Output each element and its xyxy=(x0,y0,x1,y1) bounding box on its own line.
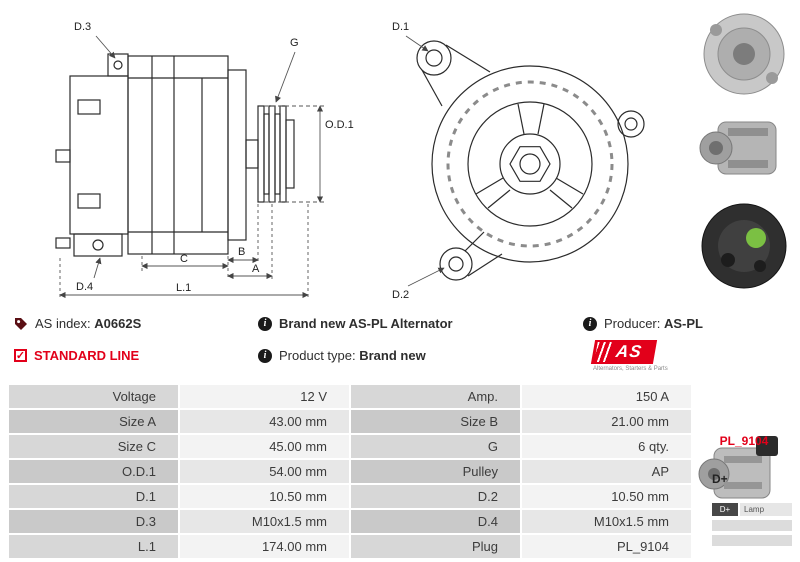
as-index-text: AS index: A0662S xyxy=(35,316,141,331)
spec-label: Size A xyxy=(9,410,178,433)
spec-table: Voltage 12 V Amp. 150 A Size A 43.00 mm … xyxy=(7,383,693,560)
spec-value: 10.50 mm xyxy=(180,485,349,508)
side-view-body xyxy=(55,53,295,257)
info-icon: i xyxy=(258,348,272,363)
alternator-side-view-drawing: D.3 G O.D.1 D.4 C B A L.1 xyxy=(55,21,354,300)
product-type-value: Brand new xyxy=(359,348,426,363)
pin-table-row-empty xyxy=(712,520,792,531)
dim-label-d3: D.3 xyxy=(74,21,91,33)
product-type-label: Product type: xyxy=(279,348,356,363)
brand-new-item: i Brand new AS-PL Alternator xyxy=(258,316,453,331)
spec-label: Amp. xyxy=(351,385,520,408)
spec-value: M10x1.5 mm xyxy=(522,510,691,533)
product-type-text: Product type: Brand new xyxy=(279,348,426,363)
info-icon: i xyxy=(583,316,597,331)
spec-label: Size C xyxy=(9,435,178,458)
producer-value: AS-PL xyxy=(664,316,703,331)
spec-value: PL_9104 xyxy=(522,535,691,558)
spec-label: D.3 xyxy=(9,510,178,533)
product-photo-4[interactable] xyxy=(696,430,792,514)
as-index-label: AS index: xyxy=(35,316,91,331)
pin-table-row-empty xyxy=(712,535,792,546)
checkbox-icon: ✓ xyxy=(14,349,27,362)
brand-new-label: Brand new AS-PL Alternator xyxy=(279,316,453,331)
product-photo-3[interactable] xyxy=(696,198,792,294)
producer-item: i Producer: AS-PL xyxy=(583,316,703,331)
alternator-front-view-drawing: D.1 D.2 xyxy=(392,21,645,301)
spec-label: D.2 xyxy=(351,485,520,508)
product-photo-column xyxy=(694,10,794,522)
spec-value: 174.00 mm xyxy=(180,535,349,558)
alternator-photo-front xyxy=(703,13,785,95)
alternator-photo-side xyxy=(699,121,777,175)
table-row: D.3 M10x1.5 mm D.4 M10x1.5 mm xyxy=(9,510,691,533)
as-index-value: A0662S xyxy=(94,316,142,331)
spec-value: 12 V xyxy=(180,385,349,408)
dim-label-g: G xyxy=(290,37,299,49)
spec-label: D.1 xyxy=(9,485,178,508)
producer-text: Producer: AS-PL xyxy=(604,316,703,331)
table-row: O.D.1 54.00 mm Pulley AP xyxy=(9,460,691,483)
table-row: L.1 174.00 mm Plug PL_9104 xyxy=(9,535,691,558)
dim-label-d2: D.2 xyxy=(392,289,409,301)
info-row-2: ✓ STANDARD LINE i Product type: Brand ne… xyxy=(0,348,692,370)
alternator-photo-rear xyxy=(701,203,787,289)
table-row: Size C 45.00 mm G 6 qty. xyxy=(9,435,691,458)
terminal-label: D+ xyxy=(712,472,728,486)
spec-label: Pulley xyxy=(351,460,520,483)
info-icon: i xyxy=(258,316,272,331)
spec-label: Plug xyxy=(351,535,520,558)
spec-label: O.D.1 xyxy=(9,460,178,483)
pin-table: D+ Lamp xyxy=(712,503,792,546)
spec-label: L.1 xyxy=(9,535,178,558)
standard-line-label: STANDARD LINE xyxy=(34,348,140,363)
plug-code: PL_9104 xyxy=(719,434,769,448)
table-row: D.1 10.50 mm D.2 10.50 mm xyxy=(9,485,691,508)
tag-icon xyxy=(15,317,27,330)
table-row: Voltage 12 V Amp. 150 A xyxy=(9,385,691,408)
spec-value: M10x1.5 mm xyxy=(180,510,349,533)
dim-label-l1: L.1 xyxy=(176,282,191,294)
product-photo-2[interactable] xyxy=(696,106,792,190)
spec-label: Voltage xyxy=(9,385,178,408)
front-view-body xyxy=(416,40,645,281)
logo-subtext: Alternators, Starters & Parts xyxy=(593,366,668,372)
side-view-dimensions xyxy=(59,35,326,300)
standard-line-item: ✓ STANDARD LINE xyxy=(14,348,139,363)
info-row-1: AS index: A0662S i Brand new AS-PL Alter… xyxy=(0,316,703,338)
as-pl-logo-box: AS xyxy=(590,340,658,364)
spec-value: AP xyxy=(522,460,691,483)
spec-value: 10.50 mm xyxy=(522,485,691,508)
dim-label-a: A xyxy=(252,263,260,275)
dim-label-b: B xyxy=(238,246,245,258)
dim-label-d4: D.4 xyxy=(76,281,93,293)
as-pl-logo: AS Alternators, Starters & Parts xyxy=(590,340,703,372)
as-index-item: AS index: A0662S xyxy=(14,316,141,331)
dim-label-d1: D.1 xyxy=(392,21,409,33)
alternator-photo-side-plug xyxy=(698,436,778,499)
dim-label-c: C xyxy=(180,253,188,265)
product-type-item: i Product type: Brand new xyxy=(258,348,426,363)
pin-function: Lamp xyxy=(740,503,792,516)
spec-value: 45.00 mm xyxy=(180,435,349,458)
product-photo-1[interactable] xyxy=(696,10,792,98)
pin-name: D+ xyxy=(712,503,738,516)
spec-value: 43.00 mm xyxy=(180,410,349,433)
spec-value: 21.00 mm xyxy=(522,410,691,433)
spec-value: 150 A xyxy=(522,385,691,408)
spec-label: Size B xyxy=(351,410,520,433)
spec-value: 6 qty. xyxy=(522,435,691,458)
spec-label: G xyxy=(351,435,520,458)
table-row: Size A 43.00 mm Size B 21.00 mm xyxy=(9,410,691,433)
spec-label: D.4 xyxy=(351,510,520,533)
producer-label: Producer: xyxy=(604,316,661,331)
spec-value: 54.00 mm xyxy=(180,460,349,483)
front-view-dimensions xyxy=(405,35,445,287)
dim-label-od1: O.D.1 xyxy=(325,119,354,131)
